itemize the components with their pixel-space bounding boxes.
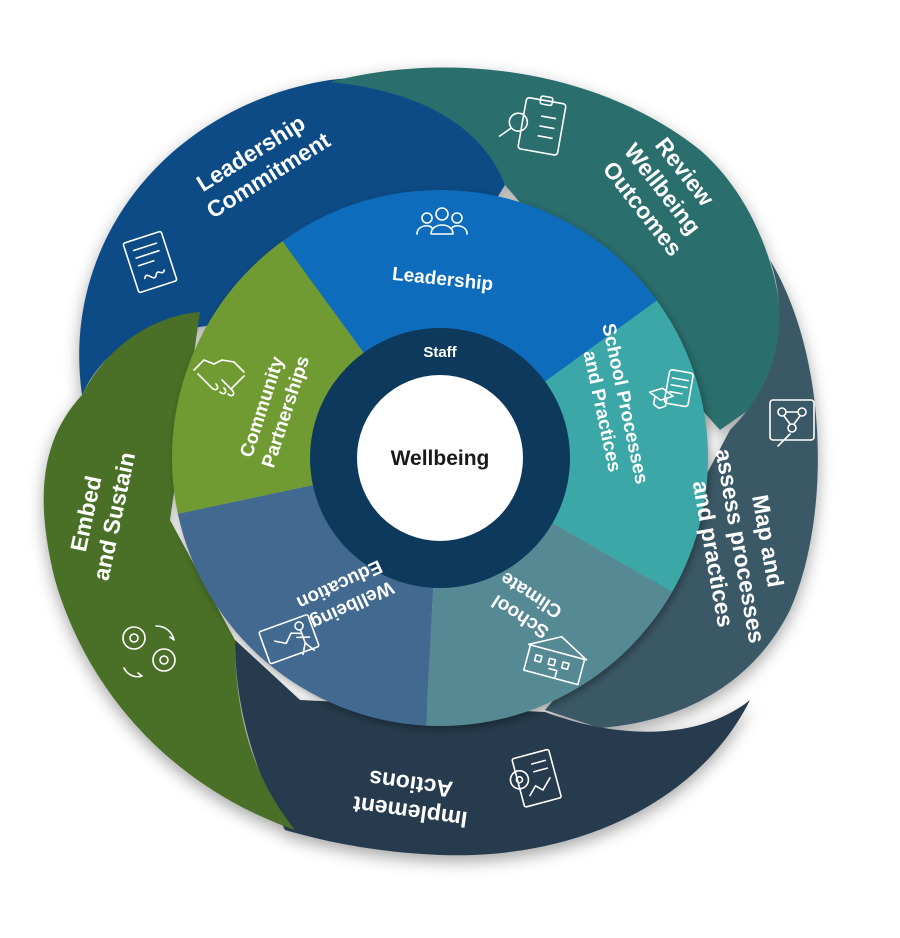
staff-label: Staff: [423, 344, 457, 361]
signed-document-icon: [122, 230, 178, 294]
process-map-icon: [769, 399, 815, 447]
people-group-icon: [416, 207, 468, 235]
gear-document-icon: [509, 748, 562, 808]
middle-segment-school-climate[interactable]: [425, 522, 673, 726]
outer-segment-map-and-assess[interactable]: [545, 260, 818, 728]
whiteboard-teacher-icon: [258, 614, 320, 665]
middle-segment-school-processes[interactable]: [543, 300, 708, 592]
clipboard-review-icon: [498, 95, 567, 156]
graduation-scroll-icon: [648, 368, 694, 409]
outer-segment-implement-actions[interactable]: [235, 640, 750, 856]
school-building-icon: [522, 635, 588, 686]
gears-cycle-icon: [122, 625, 176, 678]
middle-segment-community-partnerships[interactable]: [172, 241, 365, 514]
middle-segment-wellbeing-education[interactable]: [177, 484, 434, 726]
center-title: Wellbeing: [391, 447, 490, 470]
outer-segment-embed-and-sustain[interactable]: [43, 312, 295, 830]
middle-segment-leadership[interactable]: [282, 189, 657, 383]
center-circle[interactable]: [357, 375, 523, 541]
middle-ring: [172, 189, 708, 726]
handshake-icon: [193, 359, 245, 397]
